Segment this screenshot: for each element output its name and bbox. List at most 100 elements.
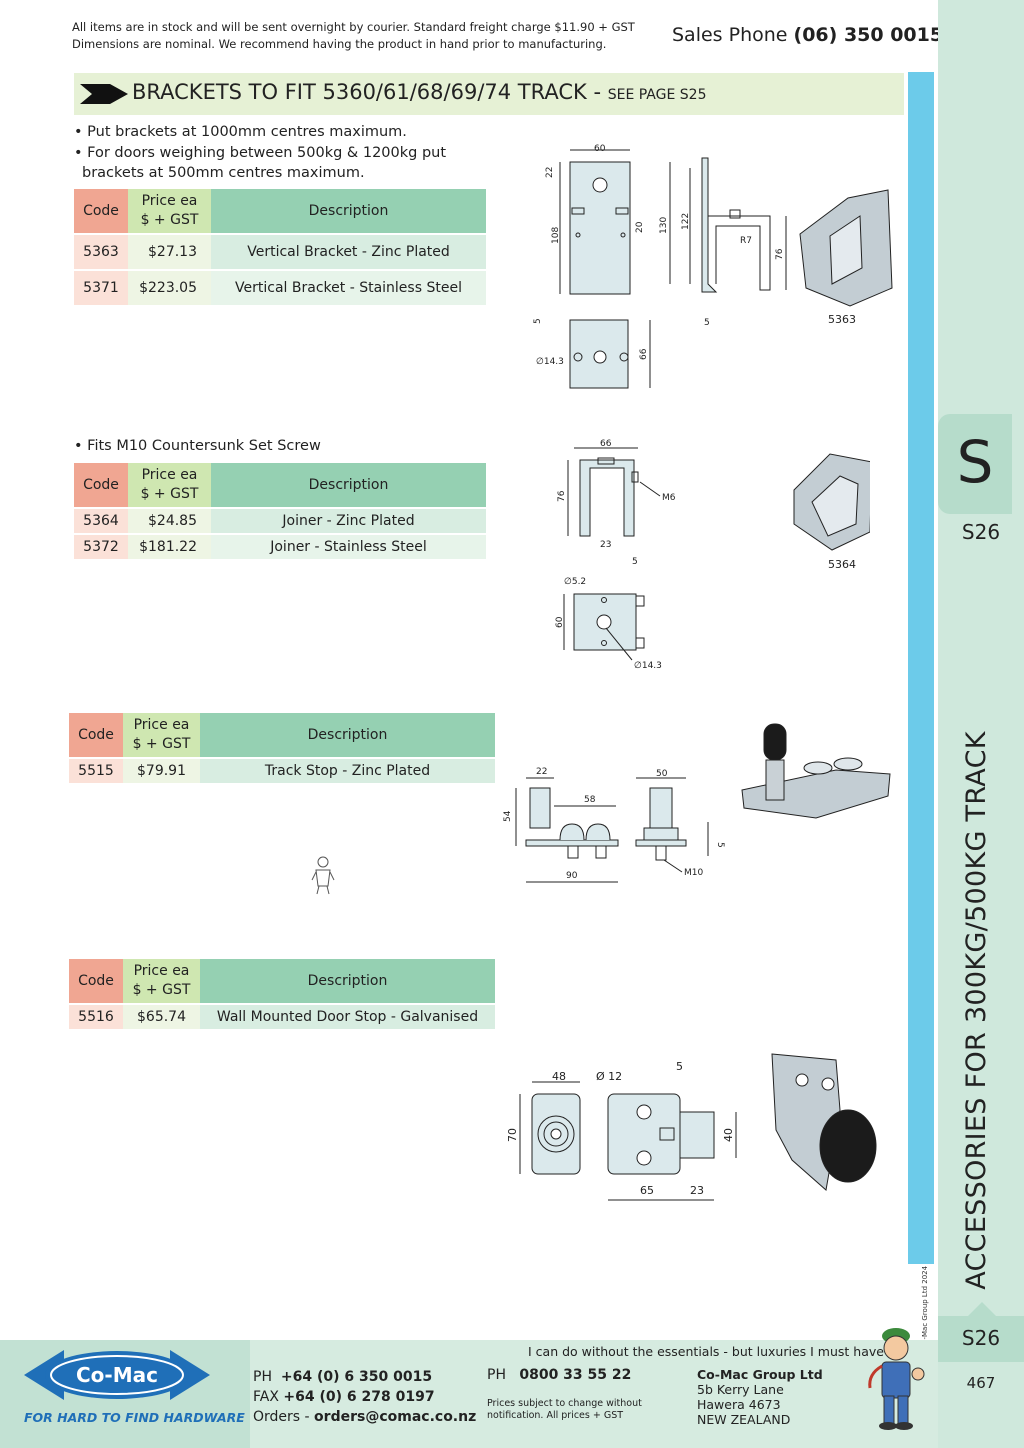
- section-tab[interactable]: [938, 414, 1012, 514]
- freephone-line: PH 0800 33 55 22: [487, 1367, 632, 1383]
- table-header-row: Code Price ea$ + GST Description: [74, 463, 486, 507]
- table-row[interactable]: 5364 $24.85 Joiner - Zinc Plated: [74, 507, 486, 533]
- code-header: Code: [69, 713, 123, 757]
- dim-76: 76: [775, 248, 785, 260]
- product-price: $223.05: [128, 269, 211, 305]
- dim-76: 76: [557, 490, 567, 502]
- dim-22: 22: [545, 167, 555, 178]
- bottom-page-code: S26: [961, 1326, 1001, 1350]
- page-number: 467: [966, 1374, 996, 1392]
- dim-58: 58: [584, 795, 596, 805]
- product-description: Joiner - Stainless Steel: [211, 533, 486, 559]
- footer-quote: I can do without the essentials - but lu…: [528, 1344, 893, 1359]
- section-page-code: S26: [961, 520, 1001, 544]
- code-header: Code: [69, 959, 123, 1003]
- section-title: BRACKETS TO FIT 5360/61/68/69/74 TRACK -…: [132, 80, 707, 104]
- freephone-number[interactable]: 0800 33 55 22: [519, 1367, 632, 1383]
- product-description: Vertical Bracket - Zinc Plated: [211, 233, 486, 269]
- tagline: FOR HARD TO FIND HARDWARE: [24, 1410, 245, 1425]
- prices-note: Prices subject to change without notific…: [487, 1398, 642, 1421]
- contact-block: PH +64 (0) 6 350 0015 FAX +64 (0) 6 278 …: [253, 1367, 476, 1427]
- side-strip: [938, 0, 1024, 1448]
- group1-bullets: • Put brackets at 1000mm centres maximum…: [74, 124, 447, 181]
- dim-22: 22: [536, 767, 547, 777]
- dim-m10: M10: [684, 868, 703, 878]
- notice-line-1: All items are in stock and will be sent …: [72, 20, 635, 34]
- code-header: Code: [74, 189, 128, 233]
- dim-20: 20: [635, 221, 645, 233]
- phone-number[interactable]: +64 (0) 6 350 0015: [280, 1369, 433, 1385]
- product-price: $79.91: [123, 757, 200, 783]
- bottom-tab-arrow: [968, 1302, 996, 1316]
- product-description: Track Stop - Zinc Plated: [200, 757, 495, 783]
- product-description: Joiner - Zinc Plated: [211, 507, 486, 533]
- table-row[interactable]: 5372 $181.22 Joiner - Stainless Steel: [74, 533, 486, 559]
- fax-line: FAX +64 (0) 6 278 0197: [253, 1389, 435, 1405]
- description-header: Description: [211, 463, 486, 507]
- code-header: Code: [74, 463, 128, 507]
- product-code: 5516: [69, 1003, 123, 1029]
- section-title-bar: [74, 73, 904, 115]
- table-row[interactable]: 5371 $223.05 Vertical Bracket - Stainles…: [74, 269, 486, 305]
- dim-70: 70: [506, 1128, 519, 1142]
- image-label-5363: 5363: [828, 313, 856, 326]
- dim-108: 108: [551, 227, 561, 244]
- dim-23: 23: [690, 1184, 704, 1197]
- product-code: 5363: [74, 233, 128, 269]
- dim-130: 130: [659, 217, 669, 234]
- sales-phone-number[interactable]: (06) 350 0015: [793, 24, 944, 46]
- table-row[interactable]: 5363 $27.13 Vertical Bracket - Zinc Plat…: [74, 233, 486, 269]
- product-table-joiners: Code Price ea$ + GST Description 5364 $2…: [74, 463, 486, 559]
- arrow-right-icon: [80, 84, 128, 104]
- dim-48: 48: [552, 1070, 566, 1083]
- price-header: Price ea$ + GST: [128, 189, 211, 233]
- company-name: Co-Mac Group Ltd: [697, 1367, 823, 1382]
- vertical-title: ACCESSORIES FOR 300KG/500KG TRACK: [960, 730, 992, 1290]
- product-code: 5371: [74, 269, 128, 305]
- dim-50: 50: [656, 769, 668, 779]
- table-header-row: Code Price ea$ + GST Description: [69, 959, 495, 1003]
- table-row[interactable]: 5515 $79.91 Track Stop - Zinc Plated: [69, 757, 495, 783]
- product-price: $27.13: [128, 233, 211, 269]
- description-header: Description: [200, 713, 495, 757]
- mascot-doodle-icon: [311, 856, 335, 895]
- dim-5: 5: [704, 318, 710, 328]
- dim-diameter-14-3: ∅14.3: [634, 661, 662, 671]
- price-header: Price ea$ + GST: [123, 959, 200, 1003]
- orders-line: Orders - orders@comac.co.nz: [253, 1409, 477, 1425]
- price-header: Price ea$ + GST: [128, 463, 211, 507]
- fax-number[interactable]: +64 (0) 6 278 0197: [283, 1389, 435, 1405]
- dim-90: 90: [566, 871, 578, 881]
- section-letter: S: [956, 428, 994, 496]
- product-price: $24.85: [128, 507, 211, 533]
- sales-phone-label: Sales Phone: [672, 24, 788, 46]
- dim-23: 23: [600, 540, 611, 550]
- dim-60: 60: [555, 616, 565, 628]
- dim-5: 5: [632, 557, 638, 567]
- product-table-brackets: Code Price ea$ + GST Description 5363 $2…: [74, 189, 486, 305]
- table-header-row: Code Price ea$ + GST Description: [74, 189, 486, 233]
- dim-diameter-12: Ø 12: [596, 1070, 622, 1083]
- dim-m6: M6: [662, 493, 676, 503]
- image-label-5364: 5364: [828, 558, 856, 571]
- dim-r7: R7: [740, 236, 752, 246]
- track-stop-photo: [741, 769, 891, 819]
- track-stop-5515-drawing: 22 58 54 90 50 5 M10: [503, 723, 891, 883]
- group2-bullets: • Fits M10 Countersunk Set Screw: [74, 438, 321, 454]
- price-header: Price ea$ + GST: [123, 713, 200, 757]
- door-stop-5516-drawing: 48 70 Ø 12 5 40 65 23: [506, 1053, 877, 1201]
- dim-66: 66: [600, 439, 612, 449]
- dim-5: 5: [715, 842, 725, 848]
- description-header: Description: [200, 959, 495, 1003]
- dim-diameter-5-2: ∅5.2: [564, 577, 586, 587]
- orders-email-link[interactable]: orders@comac.co.nz: [314, 1409, 477, 1425]
- mascot-icon: [868, 1328, 925, 1430]
- product-description: Vertical Bracket - Stainless Steel: [211, 269, 486, 305]
- bracket-5363-drawing: 60 22 108 20 130 122 R7 76 5 5363 5 ∅14.…: [533, 144, 893, 389]
- see-page-link[interactable]: SEE PAGE S25: [607, 87, 707, 103]
- dim-5: 5: [676, 1060, 683, 1073]
- dim-diameter-14-3: ∅14.3: [536, 357, 564, 367]
- table-row[interactable]: 5516 $65.74 Wall Mounted Door Stop - Gal…: [69, 1003, 495, 1029]
- dim-60: 60: [594, 144, 606, 154]
- product-code: 5364: [74, 507, 128, 533]
